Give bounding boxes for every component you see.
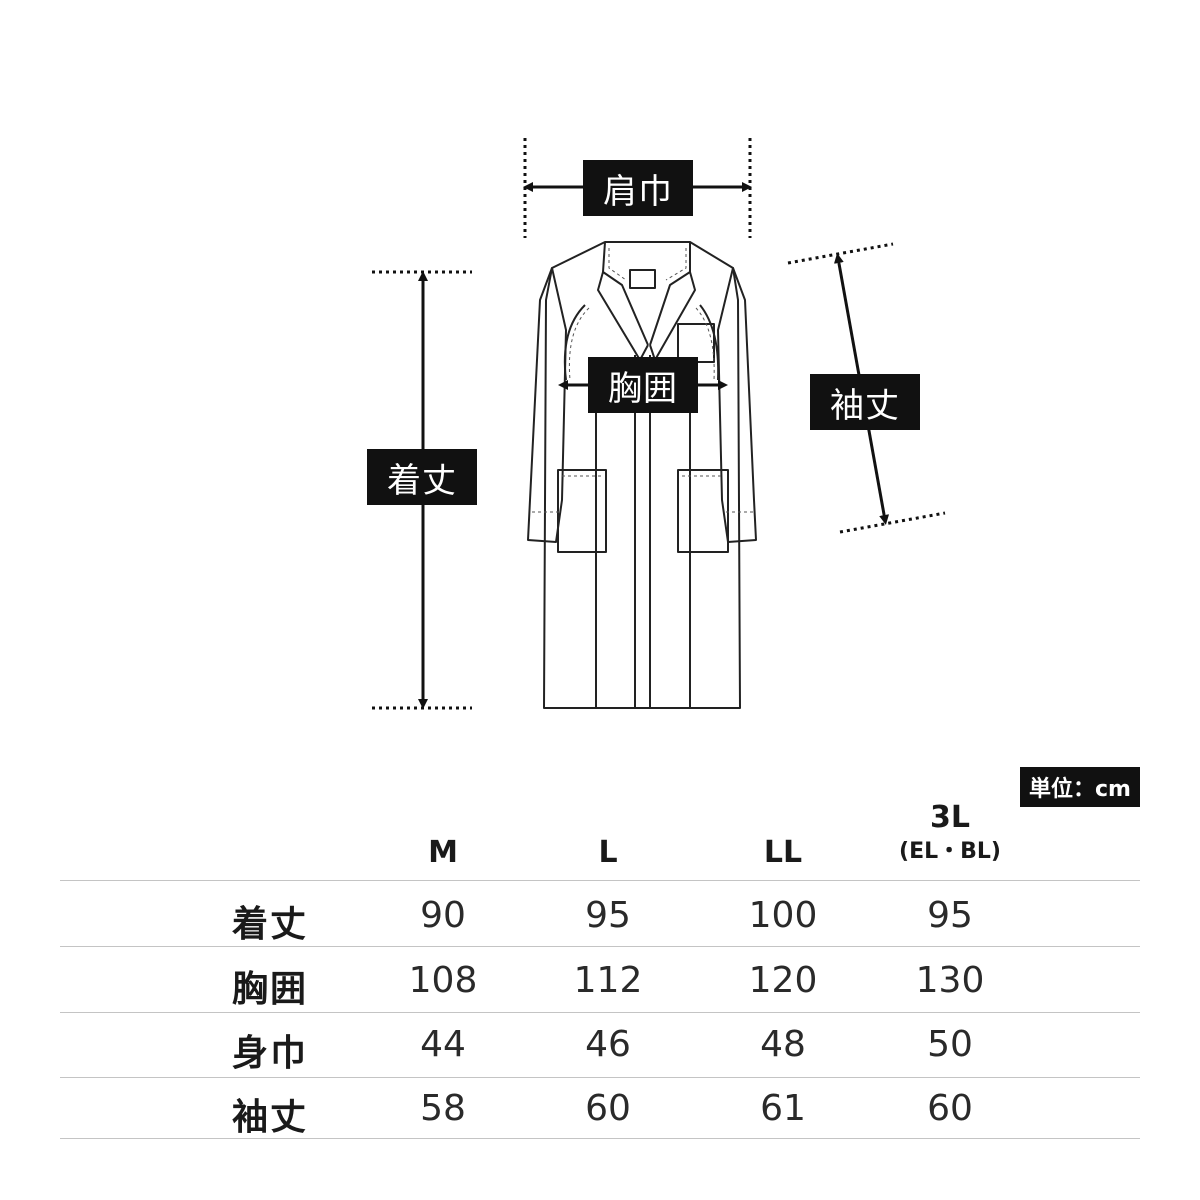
table-cell: 120 [748, 960, 818, 1001]
sleeve-length-label: 袖丈 [810, 374, 920, 430]
unit-badge: 単位：cm [1020, 767, 1140, 807]
col-header-m: M [363, 838, 523, 868]
col-header-label: LL [763, 835, 803, 870]
chest-label: 胸囲 [588, 357, 698, 413]
shoulder-width-label: 肩巾 [583, 160, 693, 216]
table-cell: 95 [927, 895, 973, 936]
col-header-label: L [598, 835, 618, 870]
col-header-3l: 3L (EL・BL) [870, 803, 1030, 863]
table-cell: 95 [585, 895, 631, 936]
table-cell: 58 [420, 1088, 466, 1129]
row-label-total-length: 着丈 [231, 904, 308, 945]
table-rule [60, 946, 1140, 947]
col-header-sub: (EL・BL) [899, 839, 1001, 864]
total-length-label: 着丈 [367, 449, 477, 505]
table-cell: 112 [573, 960, 643, 1001]
col-header-label: 3L [930, 800, 970, 835]
row-label-chest: 胸囲 [231, 969, 308, 1010]
table-cell: 50 [927, 1024, 973, 1065]
coat-stitching [532, 248, 754, 513]
table-cell: 90 [420, 895, 466, 936]
col-header-label: M [428, 835, 458, 870]
table-cell: 130 [915, 960, 985, 1001]
table-cell: 100 [748, 895, 818, 936]
coat-outline [527, 241, 757, 709]
table-cell: 60 [585, 1088, 631, 1129]
table-cell: 44 [420, 1024, 466, 1065]
table-rule [60, 1138, 1140, 1139]
table-rule [60, 1012, 1140, 1013]
table-rule [60, 1077, 1140, 1078]
col-header-l: L [528, 838, 688, 868]
table-cell: 46 [585, 1024, 631, 1065]
table-cell: 60 [927, 1088, 973, 1129]
row-label-sleeve-length: 袖丈 [231, 1097, 308, 1138]
table-rule [60, 880, 1140, 881]
table-cell: 48 [760, 1024, 806, 1065]
row-label-body-width: 身巾 [231, 1033, 308, 1074]
col-header-ll: LL [703, 838, 863, 868]
table-cell: 108 [408, 960, 478, 1001]
table-cell: 61 [760, 1088, 806, 1129]
